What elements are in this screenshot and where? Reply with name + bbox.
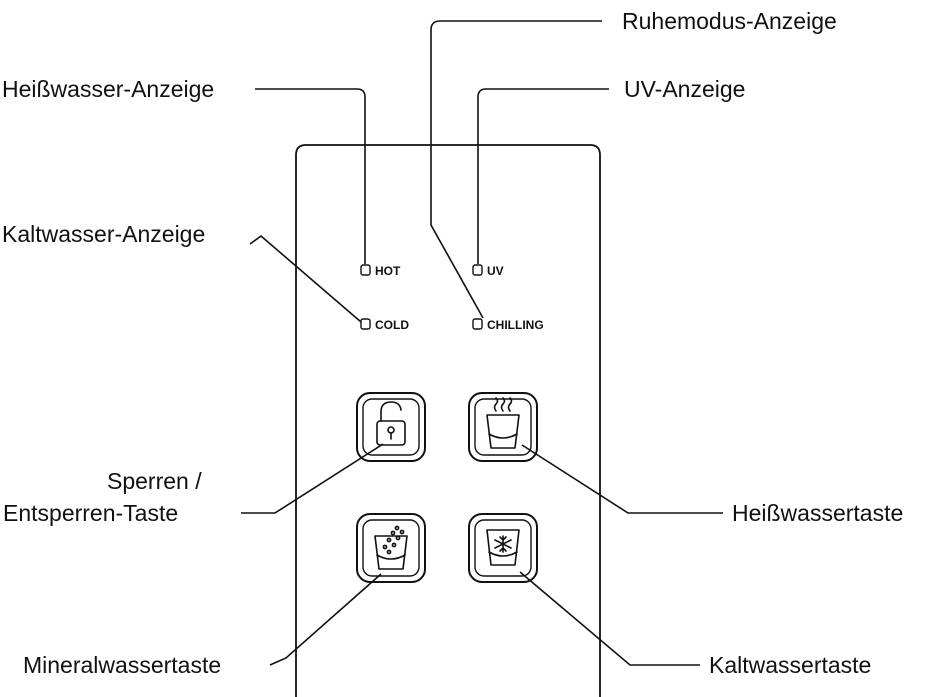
heisswassertaste-leader	[521, 444, 723, 514]
sperren-label-line2: Entsperren-Taste	[3, 500, 178, 526]
lock-unlock-button[interactable]	[356, 392, 426, 462]
mineral-water-button[interactable]	[356, 513, 426, 583]
sperren-leader	[241, 443, 384, 514]
hot-indicator-led	[360, 264, 371, 276]
cold-water-button[interactable]	[468, 513, 538, 583]
uv-anzeige-label: UV-Anzeige	[624, 76, 745, 102]
kaltwasser-anzeige-leader	[249, 234, 362, 323]
chilling-indicator-label: CHILLING	[487, 318, 544, 332]
hot-water-button[interactable]	[468, 392, 538, 462]
heisswasser-anzeige-leader	[255, 88, 366, 264]
mineralwassertaste-label: Mineralwassertaste	[23, 652, 221, 678]
uv-anzeige-leader	[477, 88, 609, 264]
uv-indicator-label: UV	[487, 264, 504, 278]
control-panel-outline	[295, 144, 601, 697]
mineral-water-cup-icon	[374, 525, 408, 570]
ruhemodus-anzeige-label: Ruhemodus-Anzeige	[622, 8, 837, 34]
ruhemodus-leader	[430, 20, 602, 319]
lock-icon	[376, 401, 406, 446]
kaltwasser-anzeige-label: Kaltwasser-Anzeige	[2, 221, 205, 247]
snowflake-cup-icon	[486, 529, 520, 566]
sperren-label-line1: Sperren /	[107, 468, 202, 494]
chilling-indicator-led	[472, 318, 483, 330]
cold-indicator-led	[360, 318, 371, 330]
mineralwassertaste-leader	[269, 573, 382, 666]
kaltwassertaste-leader	[519, 571, 700, 666]
hot-indicator-label: HOT	[375, 264, 401, 278]
hot-water-cup-icon	[486, 397, 520, 449]
heisswasser-anzeige-label: Heißwasser-Anzeige	[2, 76, 214, 102]
heisswassertaste-label: Heißwassertaste	[732, 500, 903, 526]
kaltwassertaste-label: Kaltwassertaste	[709, 652, 871, 678]
uv-indicator-led	[472, 264, 483, 276]
cold-indicator-label: COLD	[375, 318, 409, 332]
